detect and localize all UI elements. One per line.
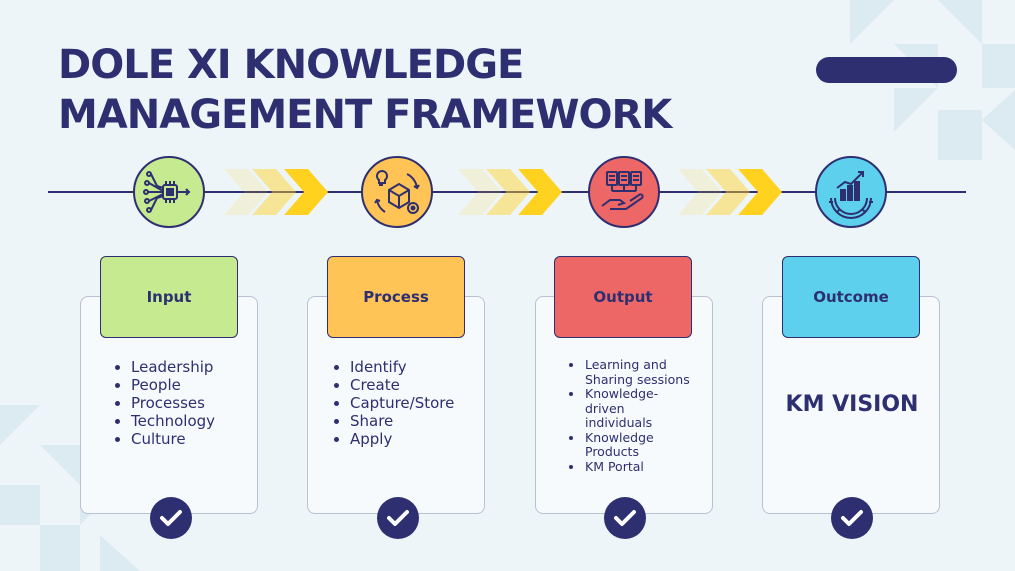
- process-check-badge: [377, 497, 419, 539]
- list-item: Create: [332, 376, 454, 394]
- chevron-arrows-1: [224, 169, 328, 215]
- idea-box-gear-icon: [374, 170, 420, 214]
- list-item: Culture: [113, 430, 215, 448]
- list-item: Knowledge-driven individuals: [567, 386, 667, 431]
- list-item: Leadership: [113, 358, 215, 376]
- output-check-badge: [604, 497, 646, 539]
- list-item: People: [113, 376, 215, 394]
- process-list: Identify Create Capture/Store Share Appl…: [332, 358, 454, 448]
- process-node: [361, 156, 433, 228]
- input-list: Leadership People Processes Technology C…: [113, 358, 215, 448]
- list-item: KM Portal: [567, 459, 695, 475]
- list-item: Knowledge Products: [567, 430, 667, 460]
- outcome-check-badge: [831, 497, 873, 539]
- list-item: Learning and Sharing sessions: [567, 357, 695, 387]
- list-item: Identify: [332, 358, 454, 376]
- list-item: Capture/Store: [332, 394, 454, 412]
- title-line-2: MANAGEMENT FRAMEWORK: [58, 92, 672, 138]
- list-item: Apply: [332, 430, 454, 448]
- chevron-arrows-2: [458, 169, 562, 215]
- check-icon: [841, 510, 863, 526]
- list-item: Processes: [113, 394, 215, 412]
- chevron-arrows-3: [678, 169, 782, 215]
- timeline-line: [48, 191, 966, 193]
- page-title: DOLE XI KNOWLEDGE MANAGEMENT FRAMEWORK: [58, 40, 672, 140]
- input-label: Input: [100, 256, 238, 338]
- list-item: Technology: [113, 412, 215, 430]
- title-line-1: DOLE XI KNOWLEDGE: [58, 42, 524, 88]
- growth-chart-gear-icon: [829, 171, 873, 219]
- input-check-badge: [150, 497, 192, 539]
- outcome-node: [815, 156, 887, 228]
- input-node: [133, 156, 205, 228]
- hand-documents-icon: [601, 171, 644, 210]
- check-icon: [160, 510, 182, 526]
- output-list: Learning and Sharing sessions Knowledge-…: [567, 357, 695, 475]
- output-label: Output: [554, 256, 692, 338]
- decorative-pattern-top-right: [850, 0, 1015, 160]
- chip-network-icon: [143, 171, 191, 213]
- km-vision-text: KM VISION: [785, 392, 919, 417]
- outcome-label: Outcome: [782, 256, 920, 338]
- accent-pill: [816, 57, 957, 83]
- list-item: Share: [332, 412, 454, 430]
- output-node: [588, 156, 660, 228]
- check-icon: [387, 510, 409, 526]
- process-label: Process: [327, 256, 465, 338]
- check-icon: [614, 510, 636, 526]
